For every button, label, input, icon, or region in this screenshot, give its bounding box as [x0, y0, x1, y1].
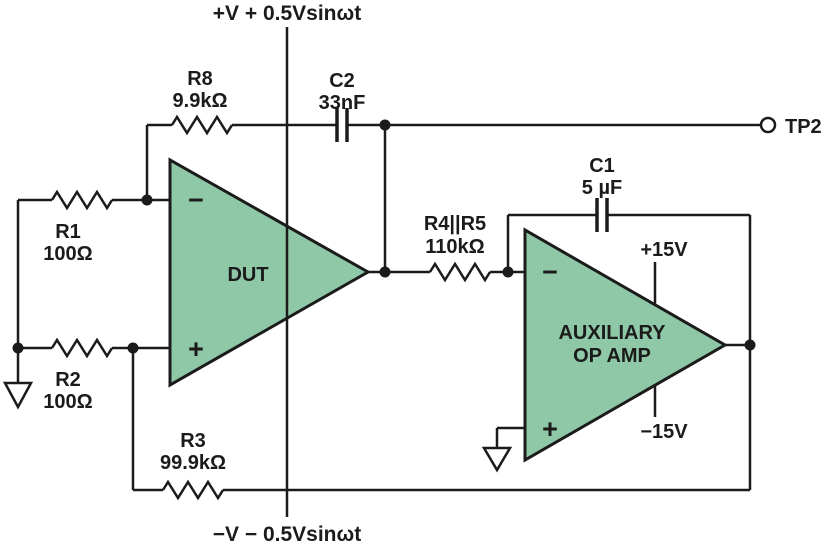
junction-dot-aux-output: [744, 339, 756, 351]
r8-name-label: R8: [187, 68, 213, 90]
tp2-terminal: [759, 116, 777, 134]
ground-symbol-aux: [481, 446, 513, 473]
dut-label: DUT: [227, 264, 268, 286]
c2-name-label: C2: [329, 70, 355, 92]
dut-opamp-triangle: [168, 157, 372, 388]
resistor-r1: [50, 189, 114, 211]
r1-name-label: R1: [55, 221, 81, 243]
tp2-label: TP2: [785, 116, 822, 138]
aux-pos-supply-label: +15V: [640, 239, 688, 261]
r3-name-label: R3: [180, 430, 206, 452]
supply-top-label: +V + 0.5Vsinωt: [213, 2, 361, 25]
junction-dot-left-rail: [12, 342, 24, 354]
junction-dot-dut-output: [379, 266, 391, 278]
r2-name-label: R2: [55, 369, 81, 391]
aux-minus-input-sign: −: [542, 257, 558, 287]
r2-value-label: 100Ω: [43, 391, 92, 413]
junction-dot-plus-input: [127, 342, 139, 354]
junction-dot-minus-input: [141, 194, 153, 206]
r4r5-name-label: R4||R5: [424, 213, 486, 235]
aux-label-line2: OP AMP: [573, 345, 651, 367]
junction-dot-aux-minus: [502, 266, 514, 278]
aux-plus-input-sign: +: [542, 414, 558, 444]
c2-value-label: 33nF: [319, 92, 366, 114]
resistor-r2: [50, 337, 114, 359]
dut-minus-input-sign: −: [188, 185, 204, 215]
r1-value-label: 100Ω: [43, 243, 92, 265]
aux-label-line1: AUXILIARY: [558, 322, 666, 344]
dut-plus-input-sign: +: [188, 334, 204, 364]
supply-bottom-label: −V − 0.5Vsinωt: [213, 523, 361, 546]
junction-dot-c2-node: [379, 119, 391, 131]
c1-name-label: C1: [589, 155, 615, 177]
aux-neg-supply-label: −15V: [640, 421, 688, 443]
resistor-r8: [170, 114, 234, 136]
r8-value-label: 9.9kΩ: [173, 90, 228, 112]
r3-value-label: 99.9kΩ: [160, 452, 226, 474]
resistor-r4r5: [428, 261, 492, 283]
aux-opamp-triangle: [523, 227, 729, 463]
ground-symbol-left: [2, 381, 34, 410]
r4r5-value-label: 110kΩ: [425, 236, 484, 258]
c1-value-label: 5 µF: [582, 177, 622, 199]
resistor-r3: [161, 479, 225, 501]
